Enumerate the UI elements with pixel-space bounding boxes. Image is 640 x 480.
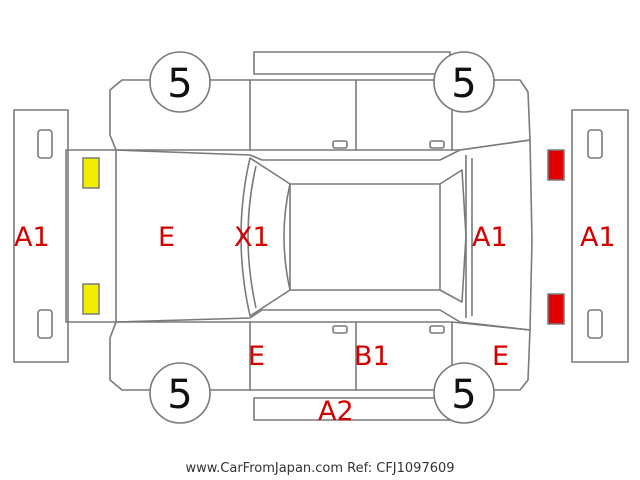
tire-value: 5 <box>167 372 192 418</box>
front-bumper <box>13 109 69 363</box>
damage-code-hood: E <box>158 222 175 253</box>
damage-code-rear-window: A1 <box>472 222 508 253</box>
tire-value: 5 <box>451 61 476 107</box>
cabin <box>240 157 467 317</box>
front-lamp-right <box>82 283 100 315</box>
front-lamp-left <box>82 157 100 189</box>
damage-code-rear-right-door: B1 <box>354 341 390 372</box>
damage-code-front-right-fender: E <box>248 341 265 372</box>
rear-lamp-left <box>547 149 565 181</box>
damage-code-windshield: X1 <box>234 222 270 253</box>
footer-reference: www.CarFromJapan.com Ref: CFJ1097609 <box>185 461 454 476</box>
damage-code-rear-right-quarter: E <box>492 341 509 372</box>
left-side-panels <box>109 51 531 151</box>
tire-front-left: 5 <box>149 51 211 113</box>
damage-code-right-side-sill: A2 <box>318 396 354 427</box>
tire-front-right: 5 <box>149 362 211 424</box>
rear-bumper <box>571 109 629 363</box>
rear-lamp-right <box>547 293 565 325</box>
tire-value: 5 <box>167 61 192 107</box>
damage-code-front-bumper: A1 <box>14 222 50 253</box>
damage-code-rear-bumper: A1 <box>580 222 616 253</box>
tire-value: 5 <box>451 372 476 418</box>
tire-rear-right: 5 <box>433 362 495 424</box>
tire-rear-left: 5 <box>433 51 495 113</box>
